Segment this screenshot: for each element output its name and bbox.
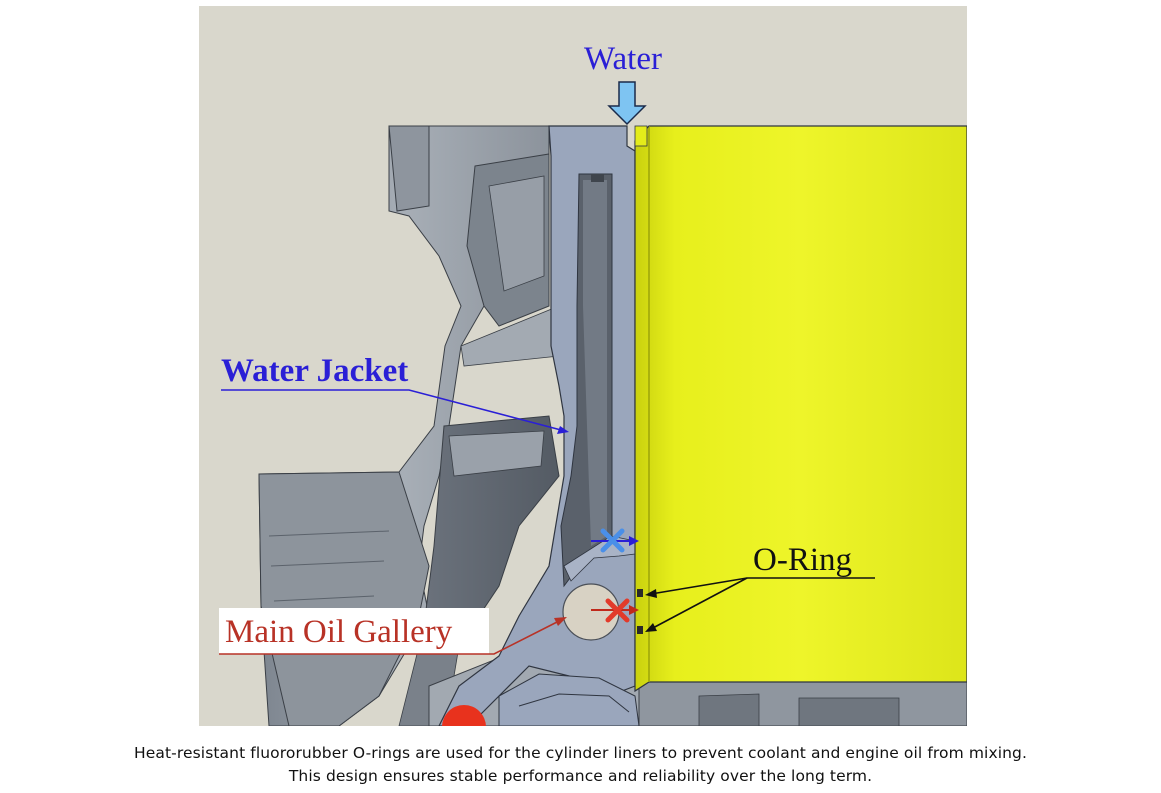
- caption-line-2: This design ensures stable performance a…: [288, 767, 873, 785]
- blocked-oil-x-icon: [591, 598, 639, 623]
- caption-line-1: Heat-resistant fluororubber O-rings are …: [133, 744, 1028, 762]
- cylinder-liner: [634, 125, 967, 693]
- oil-gallery-bore: [562, 583, 620, 641]
- label-water-jacket: Water Jacket: [221, 353, 408, 389]
- label-main-oil-gallery: Main Oil Gallery: [225, 614, 453, 650]
- water-jacket-leader: [221, 389, 569, 434]
- red-port: [442, 705, 486, 726]
- o-ring-lower: [637, 626, 643, 634]
- engine-cross-section-diagram: Water Water Jacket O-Ring Main Oil Galle…: [199, 6, 967, 726]
- label-o-ring: O-Ring: [753, 542, 852, 578]
- oil-gallery-leader: [219, 617, 567, 655]
- main-oil-gallery-label-box: [219, 608, 489, 654]
- label-water: Water: [584, 41, 662, 77]
- o-ring-leaders: [645, 577, 875, 632]
- blocked-water-x-icon: [591, 528, 639, 553]
- water-flow-arrow-icon: [607, 81, 647, 126]
- o-ring-upper: [637, 589, 643, 597]
